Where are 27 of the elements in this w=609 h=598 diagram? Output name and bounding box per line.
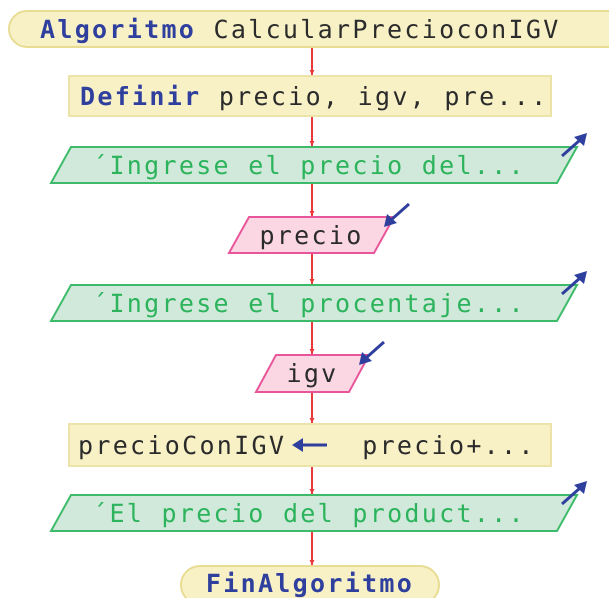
node-label: precio+... <box>362 430 536 460</box>
node-label: FinAlgoritmo <box>206 568 414 598</box>
arrow <box>310 393 314 423</box>
arrow <box>310 117 314 146</box>
output-parallelogram <box>50 494 578 532</box>
arrow <box>310 254 314 284</box>
arrow <box>310 467 314 494</box>
arrow <box>310 322 314 354</box>
node-label: igv <box>286 359 339 388</box>
arrow <box>310 48 314 75</box>
code-text: Algoritmo CalcularPrecioconIGV <box>40 14 561 44</box>
node-label: ´Ingrese el procentaje... <box>92 288 526 318</box>
input-parallelogram <box>255 354 370 393</box>
output-parallelogram <box>50 284 578 322</box>
start-terminal <box>8 10 609 48</box>
output-parallelogram <box>50 146 578 184</box>
node-label: ´Ingrese el precio del... <box>92 150 526 180</box>
arrow <box>310 184 314 216</box>
node-label: precioConIGV <box>78 430 286 460</box>
assignment-box <box>68 423 552 467</box>
node-label: precio <box>259 220 364 250</box>
input-parallelogram <box>228 216 395 254</box>
node-label: ´El precio del product... <box>92 498 526 528</box>
process-box <box>68 75 552 117</box>
end-terminal <box>180 565 440 598</box>
code-text: Definir precio, igv, pre... <box>80 82 548 110</box>
arrow <box>310 532 314 565</box>
